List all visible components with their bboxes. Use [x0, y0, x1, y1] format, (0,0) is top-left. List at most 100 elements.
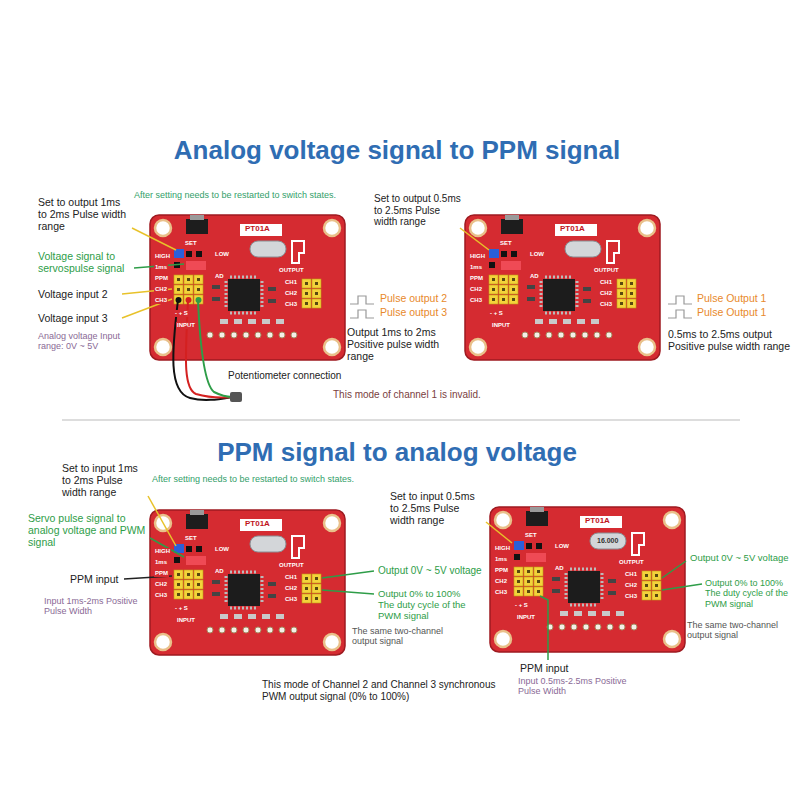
- pin-name: - + S: [489, 310, 504, 317]
- callout-text: PPM input: [520, 662, 568, 674]
- signal-label: Pulse output 2: [380, 292, 447, 304]
- signal-label: Output 0V ~ 5V voltage: [378, 565, 482, 577]
- mode-note: This mode of Channel 2 and Channel 3 syn…: [262, 679, 512, 702]
- potentiometer-symbol: [230, 392, 242, 402]
- wire-dot: [186, 297, 192, 303]
- board-model: PT01A: [244, 225, 271, 234]
- silk-label: OUTPUT: [278, 562, 305, 569]
- pcb-board: [465, 215, 660, 360]
- silk-label: SET: [524, 532, 538, 539]
- leader-line: [486, 522, 512, 543]
- pin-name: HIGH: [469, 253, 486, 260]
- pin-name: LOW: [529, 251, 545, 258]
- callout-text: Servo pulse signal to analog voltage and…: [28, 512, 150, 548]
- pin-name: CH3: [469, 297, 483, 304]
- pin-name: CH2: [284, 290, 298, 297]
- wire-dot: [176, 297, 182, 303]
- callout-text: Voltage input 3: [38, 312, 107, 324]
- callout-text: Potentiometer connection: [228, 370, 341, 382]
- pulse-symbol: [668, 296, 692, 304]
- silk-label: SET: [499, 240, 513, 247]
- callout-text: The same two-channel output signal: [352, 626, 464, 647]
- callout-text: The same two-channel output signal: [687, 620, 797, 641]
- callout-text: Set to output 1ms to 2ms Pulse width ran…: [38, 196, 130, 232]
- leader-line: [322, 590, 374, 594]
- pin-name: CH2: [284, 585, 298, 592]
- pin-name: HIGH: [154, 253, 171, 260]
- callout-text: PPM input: [70, 573, 118, 585]
- silk-label: OUTPUT: [278, 267, 305, 274]
- pin-name: - + S: [514, 602, 529, 609]
- pin-name: AD: [529, 273, 540, 280]
- pulse-symbol: [668, 310, 692, 318]
- leader-line: [460, 228, 489, 250]
- range-note: Analog voltage Input range: 0V ~ 5V: [38, 331, 138, 352]
- pin-name: LOW: [214, 546, 230, 553]
- pin-name: CH2: [154, 286, 168, 293]
- pin-name: CH2: [469, 286, 483, 293]
- signal-label: Pulse output 3: [380, 306, 447, 318]
- pin-name: CH1: [624, 571, 638, 578]
- pulse-symbol: [350, 310, 374, 318]
- pin-name: CH2: [154, 581, 168, 588]
- signal-label: Pulse Output 1: [697, 292, 766, 304]
- pin-name: CH3: [284, 301, 298, 308]
- signal-label: Output 0V ~ 5V voltage: [690, 553, 789, 564]
- callout-text: Set to output 0.5ms to 2.5ms Pulse width…: [374, 193, 464, 228]
- pin-name: CH3: [154, 592, 168, 599]
- board-model: PT01A: [584, 517, 611, 526]
- mode-note: This mode of channel 1 is invalid.: [333, 389, 481, 401]
- potentiometer-wires: [186, 300, 232, 398]
- pin-name: 1ms: [154, 264, 168, 271]
- note-text: After setting needs to be restarted to s…: [152, 474, 354, 484]
- pin-name: CH2: [494, 578, 508, 585]
- leader-line: [150, 538, 184, 557]
- pin-name: CH1: [599, 279, 613, 286]
- silk-label: INPUT: [491, 322, 511, 329]
- potentiometer-wires: [173, 300, 232, 400]
- silk-label: SET: [184, 535, 198, 542]
- signal-label: Output 0% to 100% The duty cycle of the …: [705, 578, 797, 609]
- pin-name: - + S: [174, 310, 189, 317]
- callout-text: Set to input 0.5ms to 2.5ms Pulse width …: [390, 490, 486, 526]
- pcb-board: [490, 507, 685, 652]
- wire-dot: [196, 297, 202, 303]
- pin-name: CH1: [284, 279, 298, 286]
- range-note: Input 0.5ms-2.5ms Positive Pulse Width: [518, 676, 638, 697]
- pin-name: PPM: [154, 570, 169, 577]
- pin-name: CH3: [599, 301, 613, 308]
- silk-label: OUTPUT: [618, 559, 645, 566]
- pin-name: CH2: [624, 582, 638, 589]
- pin-name: AD: [214, 273, 225, 280]
- silk-label: INPUT: [516, 614, 536, 621]
- pin-name: CH3: [624, 593, 638, 600]
- potentiometer-wires: [198, 300, 232, 397]
- pin-name: CH3: [494, 589, 508, 596]
- pin-name: CH1: [284, 574, 298, 581]
- pin-name: 1ms: [494, 556, 508, 563]
- leader-line: [662, 584, 702, 590]
- pin-name: CH2: [599, 290, 613, 297]
- pulse-symbol: [350, 296, 374, 304]
- callout-text: Voltage input 2: [38, 288, 107, 300]
- crystal-marking: 16.000: [596, 537, 619, 545]
- callout-text: Output 1ms to 2ms Positive pulse width r…: [347, 326, 459, 362]
- pin-name: PPM: [154, 275, 169, 282]
- pin-name: HIGH: [154, 548, 171, 555]
- pin-name: LOW: [554, 543, 570, 550]
- leader-line: [132, 228, 176, 250]
- callout-text: 0.5ms to 2.5ms output Positive pulse wid…: [668, 328, 796, 352]
- board-model: PT01A: [559, 225, 586, 234]
- pin-name: CH3: [284, 596, 298, 603]
- pin-name: PPM: [494, 567, 509, 574]
- board-model: PT01A: [244, 520, 271, 529]
- pin-name: HIGH: [494, 545, 511, 552]
- silk-label: SET: [184, 240, 198, 247]
- callout-text: Set to input 1ms to 2ms Pulse width rang…: [62, 462, 148, 498]
- pcb-board: [150, 510, 345, 655]
- pin-name: AD: [554, 565, 565, 572]
- silk-label: INPUT: [176, 617, 196, 624]
- note-text: After setting needs to be restarted to s…: [134, 190, 336, 200]
- pin-name: 1ms: [154, 559, 168, 566]
